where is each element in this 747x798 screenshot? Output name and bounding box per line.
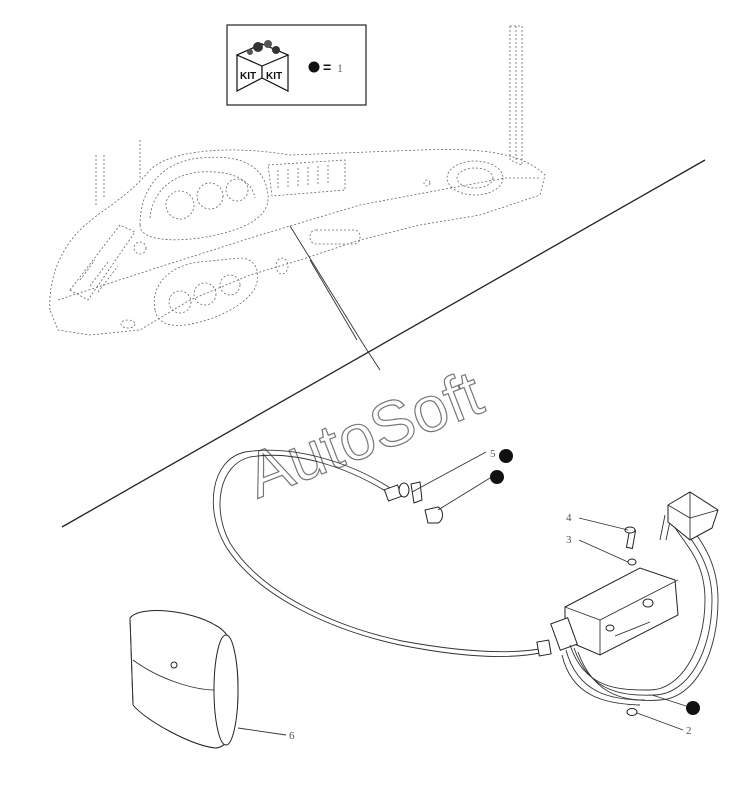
kit-dot-icon bbox=[499, 449, 513, 463]
kit-label-right: KIT bbox=[266, 71, 282, 82]
callout-6: 6 bbox=[237, 727, 295, 742]
control-module bbox=[550, 567, 679, 656]
wiring-harness bbox=[561, 491, 719, 706]
washer bbox=[627, 558, 637, 566]
watermark-text: AutoSoft bbox=[237, 356, 492, 511]
separator-line bbox=[61, 159, 706, 528]
screw bbox=[624, 526, 637, 549]
callout-harness-dot bbox=[651, 694, 700, 715]
callout-2: 2 bbox=[636, 712, 692, 737]
kit-box-icon: KIT KIT bbox=[235, 40, 290, 92]
antenna-cable-inner bbox=[219, 454, 546, 653]
location-leader-line-2 bbox=[309, 259, 358, 341]
key-switch bbox=[383, 481, 443, 524]
callout-3: 3 bbox=[566, 534, 629, 563]
callout-label-4: 4 bbox=[566, 512, 572, 524]
kit-dot-icon bbox=[490, 470, 504, 484]
kit-equals: = bbox=[323, 59, 331, 75]
callout-label-5: 5 bbox=[490, 448, 496, 460]
dashboard-illustration bbox=[49, 25, 546, 336]
cable-plug bbox=[536, 639, 552, 657]
kit-legend: KIT KIT = 1 bbox=[226, 24, 367, 106]
kit-quantity: 1 bbox=[337, 61, 343, 75]
kit-label-left: KIT bbox=[240, 71, 256, 82]
kit-bullet-icon bbox=[308, 61, 320, 73]
callout-label-6: 6 bbox=[289, 730, 295, 742]
nut bbox=[626, 708, 638, 716]
callout-label-2: 2 bbox=[686, 725, 692, 737]
carrying-case bbox=[129, 610, 239, 749]
callout-4: 4 bbox=[566, 512, 629, 531]
antenna-cable bbox=[212, 449, 546, 657]
callout-label-3: 3 bbox=[566, 534, 572, 546]
kit-dot-icon bbox=[686, 701, 700, 715]
location-leader-line bbox=[289, 225, 381, 371]
callout-5: 5 bbox=[411, 448, 513, 511]
